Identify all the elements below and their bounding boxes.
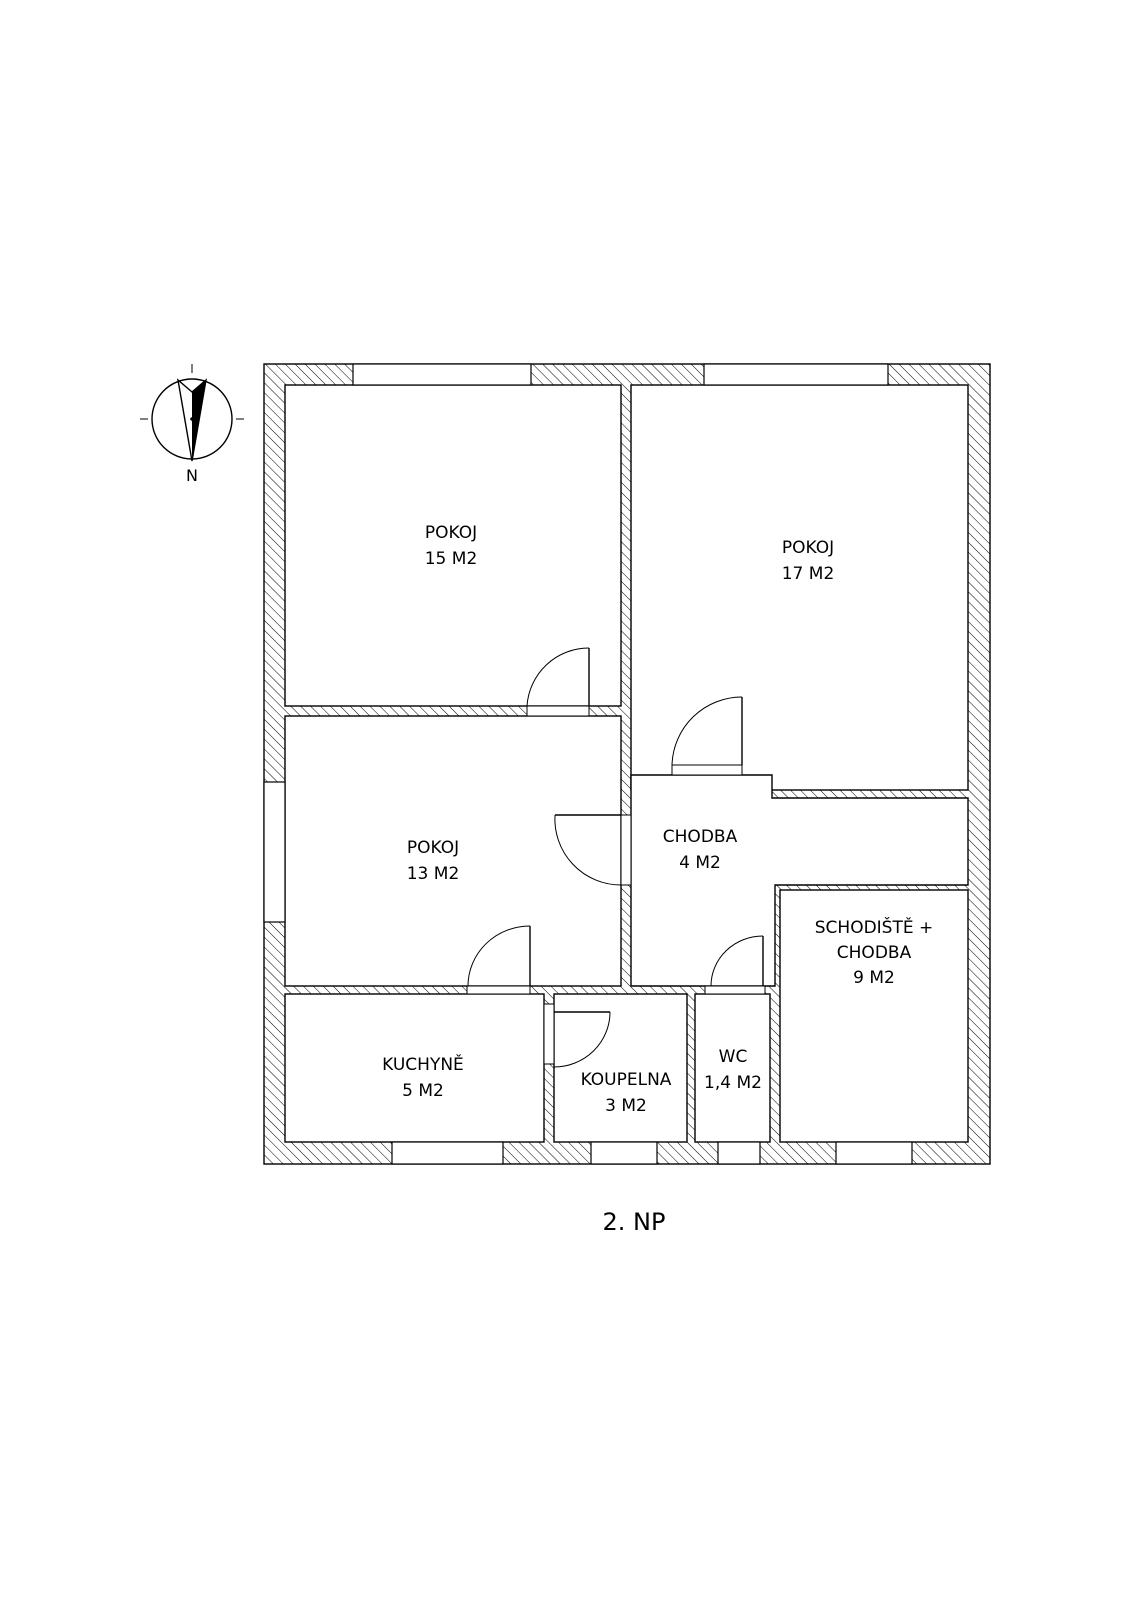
room-pokoj-15 [284, 384, 622, 707]
room-pokoj-13 [284, 715, 622, 987]
window-top-1 [352, 363, 532, 386]
room-name-pokoj-15: POKOJ [425, 523, 477, 543]
door-opening-pokoj-13-east [620, 814, 632, 886]
door-pokoj-15 [526, 647, 590, 707]
door-pokoj-17 [671, 696, 743, 766]
window-left [263, 781, 286, 923]
room-name-schodiste: SCHODIŠTĚ + [815, 916, 934, 938]
room-area-pokoj-17: 17 M2 [782, 564, 835, 584]
room-wc [694, 993, 771, 1143]
room-area-koupelna: 3 M2 [605, 1096, 647, 1116]
room-name-wc: WC [719, 1047, 748, 1067]
window-top-2 [703, 363, 889, 386]
window-bottom-4 [835, 1141, 913, 1165]
room-area-pokoj-15: 15 M2 [425, 549, 478, 569]
window-bottom-2 [590, 1141, 658, 1165]
window-bottom-3 [717, 1141, 761, 1165]
door-pokoj-13-south [467, 925, 531, 987]
floor-label: 2. NP [603, 1208, 666, 1236]
room-name-pokoj-13: POKOJ [407, 838, 459, 858]
room-area-wc: 1,4 M2 [704, 1073, 762, 1093]
door-wc [710, 935, 764, 987]
door-opening-pokoj-13-south [466, 985, 531, 995]
room-name-koupelna: KOUPELNA [581, 1070, 672, 1090]
door-opening-koupelna [543, 1003, 555, 1065]
room-area-schodiste: 9 M2 [853, 968, 895, 988]
compass-letter: N [186, 466, 198, 485]
room-area-pokoj-13: 13 M2 [407, 864, 460, 884]
door-opening-pokoj-15 [526, 705, 590, 717]
room-chodba [630, 774, 969, 987]
north-arrow-icon [140, 364, 244, 462]
door-koupelna [553, 1011, 611, 1068]
room-name-chodba: CHODBA [663, 827, 738, 847]
room-schodiste [779, 889, 969, 1143]
door-pokoj-13-east [554, 814, 622, 886]
room-pokoj-17 [630, 384, 969, 791]
door-opening-pokoj-17 [671, 764, 743, 776]
room-name2-schodiste: CHODBA [837, 943, 912, 963]
room-area-kuchyne: 5 M2 [402, 1081, 444, 1101]
room-kuchyne [284, 993, 545, 1143]
room-name-pokoj-17: POKOJ [782, 538, 834, 558]
room-area-chodba: 4 M2 [679, 853, 721, 873]
window-bottom-1 [391, 1141, 504, 1165]
room-name-kuchyne: KUCHYNĚ [382, 1053, 464, 1075]
door-opening-wc [704, 985, 766, 995]
room-koupelna [553, 993, 688, 1143]
